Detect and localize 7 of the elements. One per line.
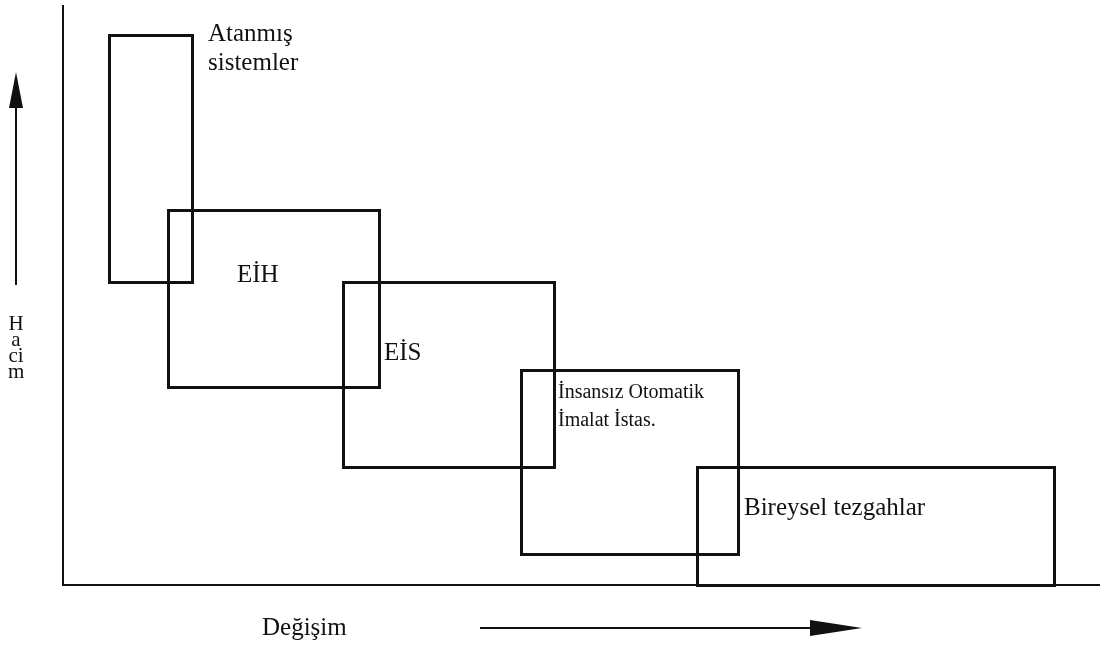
region-label: EİH bbox=[237, 259, 280, 288]
region-label: EİS bbox=[384, 337, 423, 366]
region-label: İnsansız Otomatik İmalat İstas. bbox=[558, 379, 706, 432]
region-label: Bireysel tezgahlar bbox=[744, 492, 927, 521]
region-label: Atanmış sistemler bbox=[208, 18, 300, 76]
axis-title: Değişim bbox=[262, 612, 347, 641]
axis-title: Hacim bbox=[8, 315, 24, 379]
